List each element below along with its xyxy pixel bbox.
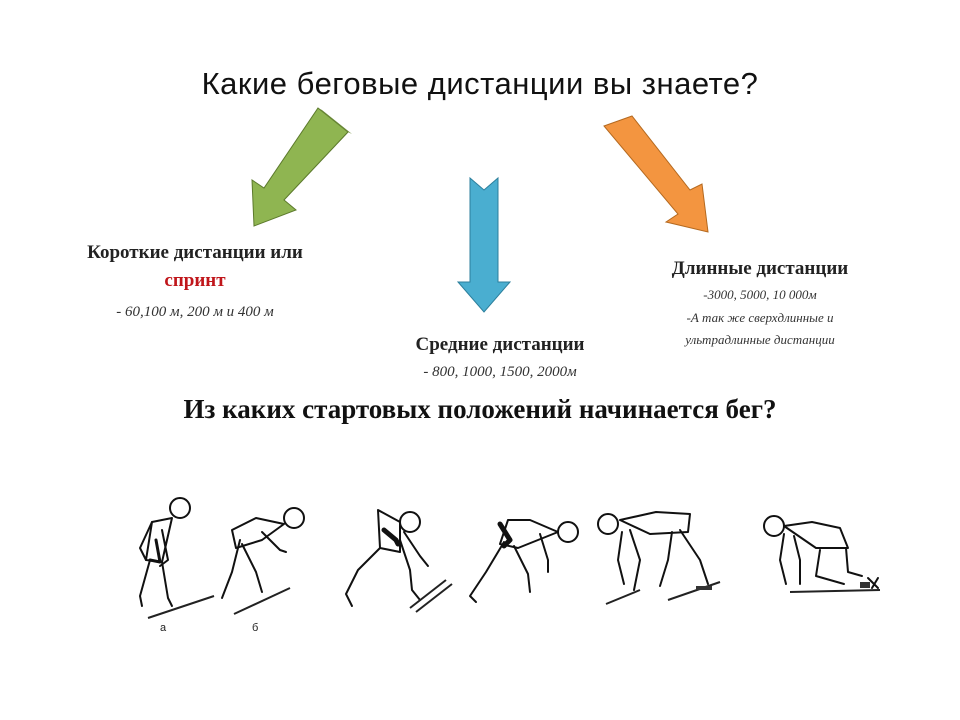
arrow-left-icon: [251, 107, 352, 227]
long-distances-detail-2: -А так же сверхдлинные и: [686, 310, 834, 325]
short-distances-heading: Короткие дистанции или: [87, 242, 303, 263]
start-positions-question: Из каких стартовых положений начинается …: [183, 394, 777, 424]
figure-label-a: а: [160, 622, 167, 634]
short-distances-detail: - 60,100 м, 200 м и 400 м: [116, 304, 274, 320]
long-distances-heading: Длинные дистанции: [671, 258, 849, 279]
crouch-runner-4: [469, 519, 579, 603]
page-title: Какие беговые дистанции вы знаете?: [201, 66, 759, 101]
crouch-runner-3: [345, 509, 429, 607]
long-distances-detail-3: ультрадлинные дистанции: [685, 332, 835, 347]
figure-label-b: б: [252, 622, 259, 634]
long-distances-detail-1: -3000, 5000, 10 000м: [703, 287, 817, 302]
arrow-right-icon: [603, 115, 709, 233]
middle-distances-detail: - 800, 1000, 1500, 2000м: [423, 364, 577, 380]
arrow-middle-icon: [456, 176, 512, 313]
crouch-runner-6: [763, 515, 879, 589]
standing-start-figure-a: [139, 497, 191, 607]
standing-start-figure-b: [221, 507, 305, 599]
middle-distances-heading: Средние дистанции: [415, 334, 585, 355]
sprint-label: спринт: [164, 270, 226, 291]
crouch-runner-5: [597, 511, 709, 591]
